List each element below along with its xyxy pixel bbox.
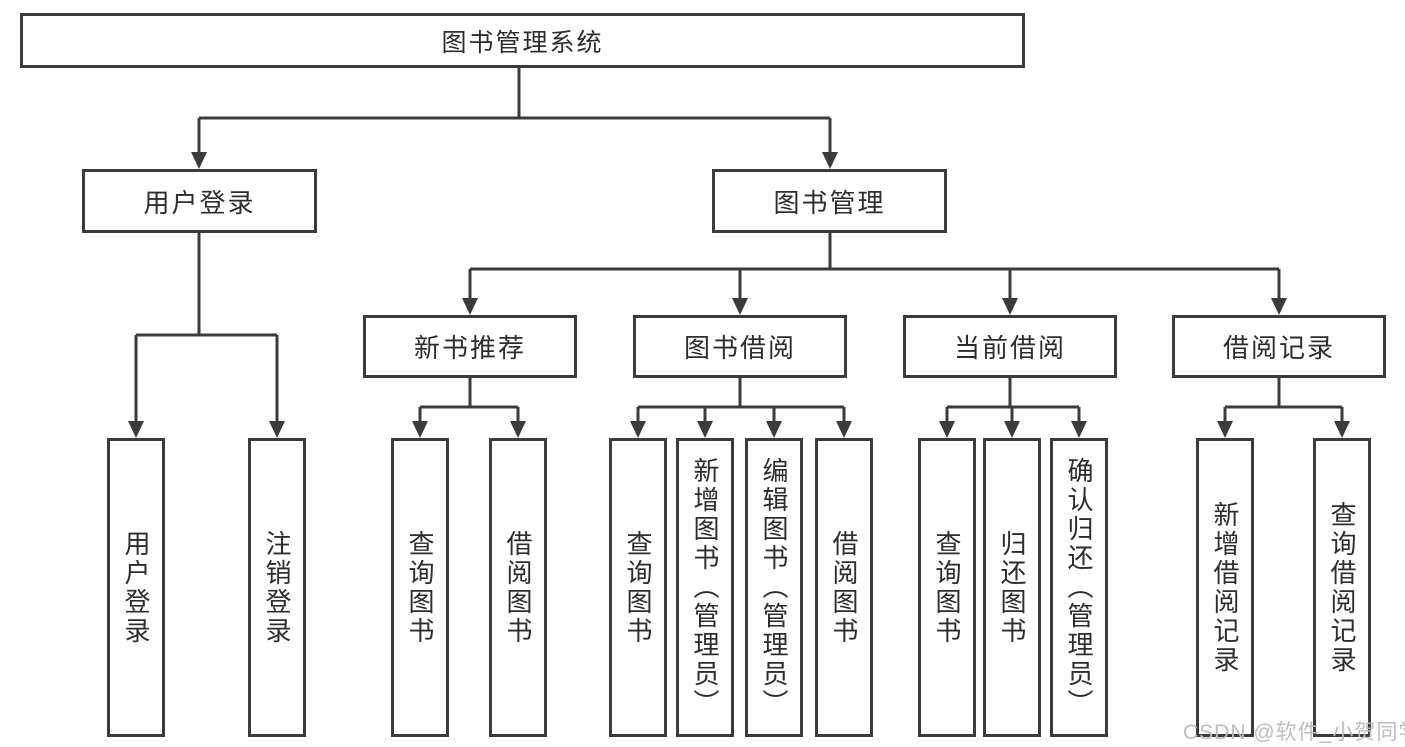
leaf-user-login: 用户登录 — [107, 438, 165, 737]
leaf-edit-books-admin: 编辑图书（管理员） — [745, 438, 803, 737]
node-new-book-recommendation: 新书推荐 — [363, 315, 577, 378]
leaf-return-books: 归还图书 — [983, 438, 1041, 737]
csdn-watermark: CSDN @软件_小贺同学 — [1183, 721, 1405, 744]
leaf-query-borrow-record: 查询借阅记录 — [1313, 438, 1371, 737]
node-user-login: 用户登录 — [82, 169, 317, 233]
leaf-query-books-current: 查询图书 — [918, 438, 976, 737]
leaf-confirm-return-admin: 确认归还（管理员） — [1050, 438, 1108, 737]
leaf-query-books-recommend: 查询图书 — [391, 438, 449, 737]
leaf-borrow-books-recommend: 借阅图书 — [489, 438, 547, 737]
connector-lines — [134, 68, 1344, 423]
node-borrowing-records: 借阅记录 — [1172, 315, 1386, 378]
leaf-query-books-borrowing: 查询图书 — [609, 438, 667, 737]
node-book-management: 图书管理 — [712, 169, 947, 233]
leaf-borrow-books-borrowing: 借阅图书 — [815, 438, 873, 737]
leaf-logout: 注销登录 — [248, 438, 306, 737]
node-library-management-system: 图书管理系统 — [20, 13, 1025, 68]
leaf-add-borrow-record: 新增借阅记录 — [1196, 438, 1254, 737]
leaf-add-books-admin: 新增图书（管理员） — [676, 438, 734, 737]
node-book-borrowing: 图书借阅 — [633, 315, 847, 378]
node-current-borrowing: 当前借阅 — [903, 315, 1117, 378]
